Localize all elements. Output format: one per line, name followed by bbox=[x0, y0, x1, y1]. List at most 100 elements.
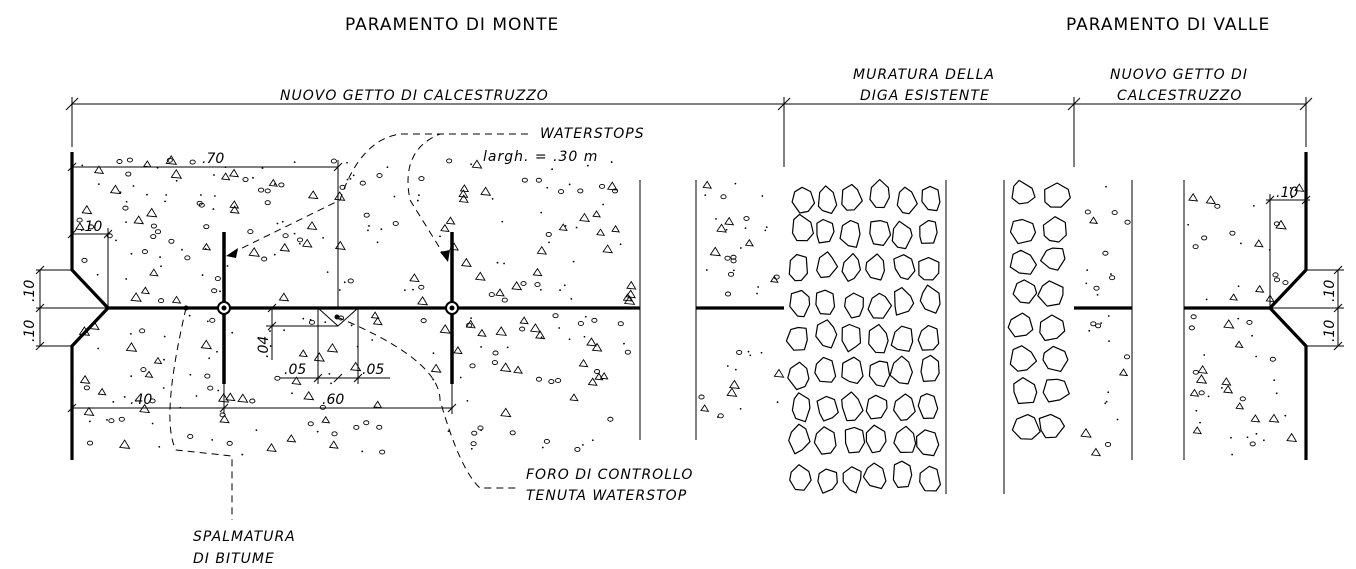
aggregate-mark bbox=[474, 271, 486, 281]
aggregate-mark bbox=[154, 229, 162, 235]
masonry-stone bbox=[1039, 247, 1066, 271]
aggregate-mark bbox=[264, 200, 271, 206]
aggregate-mark bbox=[367, 229, 369, 232]
aggregate-mark bbox=[261, 167, 264, 170]
aggregate-mark bbox=[418, 176, 425, 182]
aggregate-mark bbox=[273, 183, 276, 186]
aggregate-mark bbox=[343, 281, 346, 284]
zone-label-existing-masonry-1: MURATURA DELLA bbox=[853, 67, 995, 83]
dim-010-right-upper: .10 bbox=[1322, 280, 1338, 302]
aggregate-mark bbox=[163, 358, 165, 361]
aggregate-mark bbox=[130, 375, 133, 378]
aggregate-mark bbox=[470, 441, 477, 447]
existing-masonry-stones bbox=[785, 178, 1071, 494]
aggregate-mark bbox=[1111, 210, 1118, 216]
aggregate-mark bbox=[278, 292, 290, 302]
masonry-stone bbox=[841, 323, 862, 353]
masonry-stone bbox=[865, 253, 886, 281]
aggregate-mark bbox=[298, 349, 308, 358]
aggregate-mark bbox=[278, 182, 285, 188]
aggregate-mark bbox=[1229, 230, 1236, 236]
aggregate-mark bbox=[1220, 386, 1223, 389]
masonry-stone bbox=[791, 392, 811, 423]
aggregate-mark bbox=[1234, 340, 1244, 349]
aggregate-mark bbox=[313, 352, 325, 362]
dim-010-top-right: .10 bbox=[1276, 185, 1298, 201]
aggregate-mark bbox=[1095, 323, 1102, 329]
aggregate-mark bbox=[736, 349, 743, 355]
aggregate-mark bbox=[229, 205, 240, 214]
aggregate-mark bbox=[420, 318, 427, 324]
aggregate-mark bbox=[1205, 298, 1208, 301]
aggregate-mark bbox=[200, 194, 202, 196]
aggregate-mark bbox=[586, 337, 597, 347]
masonry-stone bbox=[816, 251, 839, 279]
aggregate-mark bbox=[146, 207, 158, 218]
aggregate-mark bbox=[730, 258, 737, 264]
aggregate-mark bbox=[368, 225, 370, 227]
aggregate-mark bbox=[293, 232, 296, 235]
aggregate-mark bbox=[189, 159, 196, 165]
masonry-stone bbox=[865, 394, 888, 420]
aggregate-mark bbox=[140, 367, 147, 373]
aggregate-mark bbox=[491, 197, 494, 200]
dim-040: .40 bbox=[130, 392, 152, 408]
aggregate-mark bbox=[1195, 409, 1198, 412]
masonry-stone bbox=[813, 426, 837, 455]
aggregate-mark bbox=[307, 190, 319, 200]
aggregate-mark bbox=[115, 239, 117, 242]
masonry-stone bbox=[1042, 345, 1069, 372]
masonry-stone bbox=[862, 462, 887, 490]
aggregate-mark bbox=[591, 342, 603, 352]
aggregate-mark bbox=[247, 229, 254, 235]
aggregate-mark bbox=[211, 438, 214, 441]
aggregate-mark bbox=[350, 324, 353, 327]
aggregate-mark bbox=[480, 346, 483, 348]
aggregate-mark bbox=[274, 375, 281, 381]
aggregate-mark bbox=[241, 453, 244, 456]
aggregate-mark bbox=[743, 216, 750, 221]
masonry-stone bbox=[1011, 179, 1036, 205]
masonry-stone bbox=[1038, 413, 1066, 439]
aggregate-mark bbox=[543, 438, 550, 444]
aggregate-mark bbox=[432, 352, 435, 355]
aggregate-mark bbox=[1239, 396, 1246, 402]
aggregate-mark bbox=[1239, 242, 1242, 245]
aggregate-mark bbox=[1192, 369, 1199, 375]
aggregate-mark bbox=[725, 228, 728, 231]
aggregate-mark bbox=[584, 315, 587, 318]
aggregate-mark bbox=[1104, 402, 1107, 405]
aggregate-mark bbox=[195, 395, 198, 397]
aggregate-mark bbox=[1089, 216, 1099, 225]
aggregate-mark bbox=[112, 401, 115, 403]
aggregate-mark bbox=[157, 298, 165, 304]
aggregate-mark bbox=[208, 357, 211, 360]
aggregate-mark bbox=[459, 376, 462, 379]
aggregate-mark bbox=[569, 393, 579, 402]
aggregate-mark bbox=[83, 406, 95, 417]
masonry-stone bbox=[893, 287, 915, 316]
aggregate-mark bbox=[242, 177, 249, 183]
aggregate-mark bbox=[568, 338, 571, 341]
callout-waterstops-2: largh. = .30 m bbox=[483, 149, 598, 165]
aggregate-mark bbox=[207, 385, 214, 391]
aggregate-mark bbox=[75, 222, 85, 231]
masonry-stone bbox=[869, 220, 892, 246]
aggregate-mark bbox=[76, 217, 83, 223]
aggregate-mark bbox=[79, 374, 91, 384]
aggregate-mark bbox=[594, 369, 601, 374]
masonry-stone bbox=[892, 393, 916, 421]
masonry-stone bbox=[844, 426, 866, 454]
aggregate-mark bbox=[372, 316, 383, 326]
aggregate-mark bbox=[125, 342, 138, 352]
aggregate-mark bbox=[1273, 221, 1280, 227]
aggregate-mark bbox=[611, 224, 621, 233]
aggregate-mark bbox=[581, 443, 584, 446]
aggregate-mark bbox=[118, 416, 125, 422]
aggregate-mark bbox=[465, 319, 476, 329]
aggregate-mark bbox=[338, 289, 341, 291]
masonry-stone bbox=[891, 220, 913, 250]
aggregate-mark bbox=[361, 450, 364, 453]
aggregate-mark bbox=[306, 220, 318, 231]
